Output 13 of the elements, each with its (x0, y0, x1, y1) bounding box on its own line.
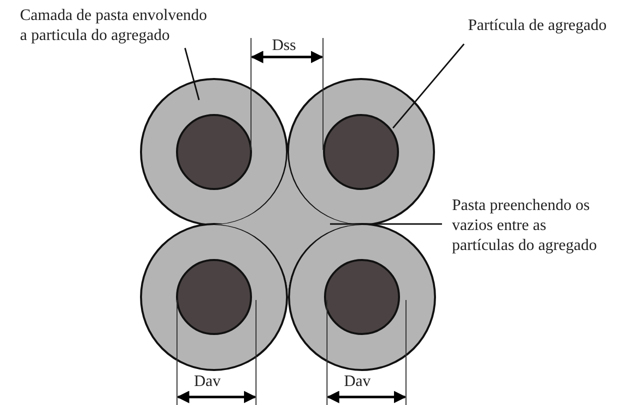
aggregate-particle-circle (323, 114, 399, 190)
dimension-label: Dss (272, 36, 296, 56)
leader-line (392, 44, 465, 128)
aggregate-particle-circle (176, 259, 252, 335)
aggregate-particle-circle (324, 259, 400, 335)
dimension-label: Dav (194, 372, 221, 392)
leader-line (330, 223, 442, 225)
callout-text: Camada de pasta envolvendo a particula do agregado (20, 6, 216, 46)
dimension-label: Dav (344, 372, 371, 392)
callout-text: Partícula de agregado (468, 16, 621, 36)
aggregate-particle-circle (176, 114, 252, 190)
callout-text: Pasta preenchendo os vazios entre as partículas do agregado (452, 196, 604, 256)
leader-line (184, 48, 200, 100)
